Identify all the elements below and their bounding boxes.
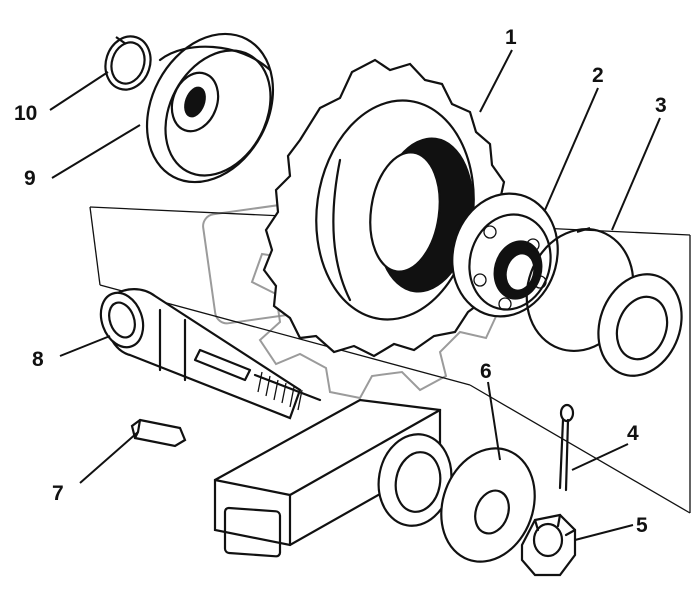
callout-7: 7 xyxy=(52,482,64,505)
flat-washer-part-6 xyxy=(440,447,536,563)
callout-6: 6 xyxy=(480,360,492,383)
leader-5 xyxy=(574,524,634,541)
callout-3: 3 xyxy=(655,94,667,117)
cotter-pin-part-4 xyxy=(558,403,575,492)
leader-4 xyxy=(571,443,629,471)
leader-6 xyxy=(487,381,501,461)
leader-9 xyxy=(51,124,141,179)
square-tube-housing xyxy=(213,398,453,558)
shaft-part-8 xyxy=(99,288,322,420)
callout-9: 9 xyxy=(24,167,36,190)
callout-labels: 1 2 3 4 5 6 7 8 9 10 xyxy=(14,26,667,537)
leader-7 xyxy=(79,431,139,484)
leader-lines xyxy=(49,49,661,541)
callout-5: 5 xyxy=(636,514,648,537)
leader-3 xyxy=(611,117,661,231)
key-part-7 xyxy=(130,418,187,448)
castle-nut-part-5 xyxy=(520,513,577,577)
leader-10 xyxy=(49,71,109,111)
seal-cover-part-9 xyxy=(145,32,275,184)
leader-2 xyxy=(544,87,599,211)
callout-4: 4 xyxy=(627,422,639,445)
callout-1: 1 xyxy=(505,26,517,49)
callout-2: 2 xyxy=(592,64,604,87)
sprocket-part-1 xyxy=(262,58,510,358)
callout-8: 8 xyxy=(32,348,44,371)
ball-bearing-part-2 xyxy=(451,192,559,318)
spacer-washer xyxy=(597,273,683,377)
snap-ring-part-10 xyxy=(104,35,152,91)
callout-10: 10 xyxy=(14,102,37,125)
leader-1 xyxy=(479,49,513,113)
leader-8 xyxy=(59,335,111,357)
